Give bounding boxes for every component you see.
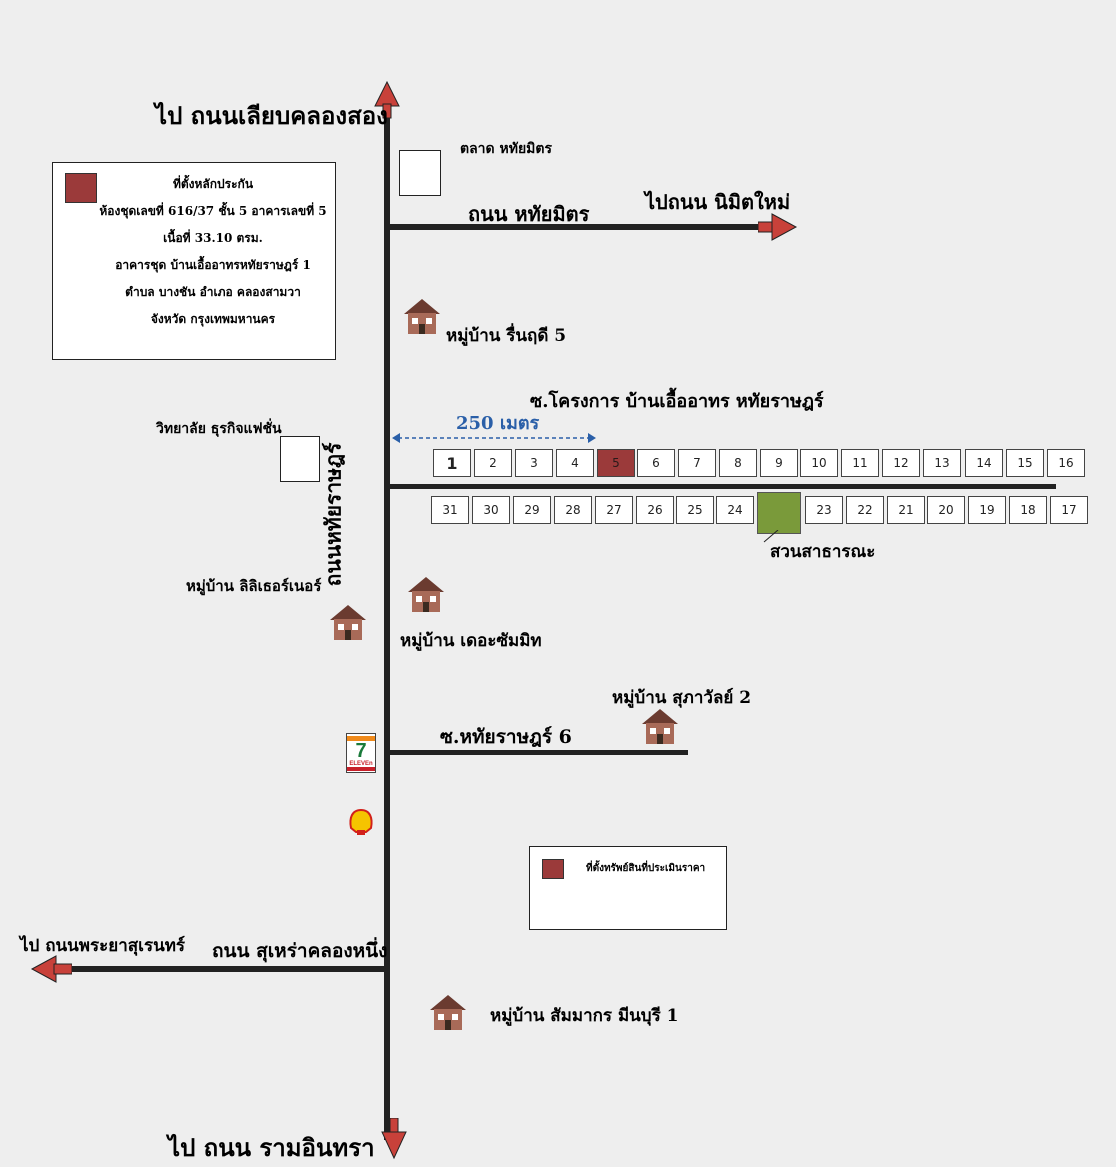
house-icon <box>430 995 466 1030</box>
park-pointer <box>763 530 779 543</box>
legend-subject-swatch <box>542 859 564 879</box>
main-road-hathairat <box>384 110 390 1140</box>
college-marker <box>280 436 320 482</box>
plot-24: 24 <box>716 496 754 524</box>
house-icon <box>330 605 366 640</box>
plot-16: 16 <box>1047 449 1085 477</box>
college-label: วิทยาลัย ธุรกิจแฟชั่น <box>156 421 282 437</box>
park-area <box>757 492 801 534</box>
plot-30: 30 <box>472 496 510 524</box>
plot-6: 6 <box>637 449 675 477</box>
distance-arrow-icon <box>392 433 596 443</box>
road-soi-project <box>388 484 1056 489</box>
plot-28: 28 <box>554 496 592 524</box>
legend-label: ที่ตั้งทรัพย์สินที่ประเมินราคา <box>586 863 706 874</box>
hathaimit-road-label: ถนน หทัยมิตร <box>468 202 590 226</box>
info-line-area: เนื้อที่ 33.10 ตรม. <box>163 231 263 245</box>
plot-7: 7 <box>678 449 716 477</box>
plot-18: 18 <box>1009 496 1047 524</box>
plot-1: 1 <box>433 449 471 477</box>
road-hathaimit <box>388 224 770 230</box>
north-destination-label: ไป ถนนเลียบคลองสอง <box>155 101 388 130</box>
plot-11: 11 <box>841 449 879 477</box>
road-soi-6 <box>388 750 688 755</box>
north-arrow-icon <box>374 80 400 119</box>
house-icon <box>642 709 678 744</box>
park-label: สวนสาธารณะ <box>770 542 876 562</box>
suhra-road-label: ถนน สุเหร่าคลองหนึ่ง <box>212 940 388 962</box>
west-arrow-icon <box>30 955 72 983</box>
plot-9: 9 <box>760 449 798 477</box>
plot-20: 20 <box>927 496 965 524</box>
collateral-info-box: ที่ตั้งหลักประกัน ห้องชุดเลขที่ 616/37 ช… <box>52 162 336 360</box>
info-line-district: ตำบล บางชัน อำเภอ คลองสามวา <box>125 285 301 299</box>
plot-17: 17 <box>1050 496 1088 524</box>
plot-26: 26 <box>636 496 674 524</box>
plot-8: 8 <box>719 449 757 477</box>
plot-29: 29 <box>513 496 551 524</box>
info-line-building: อาคารชุด บ้านเอื้ออาทรหทัยราษฎร์ 1 <box>115 258 311 272</box>
legend-box: ที่ตั้งทรัพย์สินที่ประเมินราคา <box>529 846 727 930</box>
main-road-label: ถนนหทัยราษฎร์ <box>320 442 346 587</box>
plot-10: 10 <box>800 449 838 477</box>
plot-31: 31 <box>431 496 469 524</box>
subject-marker-icon <box>65 173 97 203</box>
plot-3: 3 <box>515 449 553 477</box>
plot-27: 27 <box>595 496 633 524</box>
village-sammakorn-label: หมู่บ้าน สัมมากร มีนบุรี 1 <box>490 1006 679 1026</box>
east-arrow-icon <box>758 213 798 241</box>
info-line-province: จังหวัด กรุงเทพมหานคร <box>150 312 276 326</box>
road-suhra <box>60 966 390 972</box>
info-line-title: ที่ตั้งหลักประกัน <box>172 177 254 191</box>
soi-6-label: ซ.หทัยราษฎร์ 6 <box>440 726 572 748</box>
east-destination-label: ไปถนน นิมิตใหม่ <box>645 190 791 214</box>
plot-5-subject: 5 <box>597 449 635 477</box>
house-icon <box>408 577 444 612</box>
soi-project-label: ซ.โครงการ บ้านเอื้ออาทร หทัยราษฎร์ <box>530 391 824 412</box>
village-liberty-label: หมู่บ้าน ลิลิเธอร์เนอร์ <box>186 577 322 595</box>
plot-22: 22 <box>846 496 884 524</box>
plot-12: 12 <box>882 449 920 477</box>
south-arrow-icon <box>381 1118 407 1160</box>
plot-14: 14 <box>965 449 1003 477</box>
south-destination-label: ไป ถนน รามอินทรา <box>168 1133 375 1162</box>
info-line-unit: ห้องชุดเลขที่ 616/37 ชั้น 5 อาคารเลขที่ … <box>99 204 327 218</box>
village-summit-label: หมู่บ้าน เดอะซัมมิท <box>400 631 542 651</box>
plot-25: 25 <box>676 496 714 524</box>
market-label: ตลาด หทัยมิตร <box>460 141 552 157</box>
shell-icon <box>349 808 373 835</box>
village-supawan-label: หมู่บ้าน สุภาวัลย์ 2 <box>612 688 752 708</box>
west-destination-label: ไป ถนนพระยาสุเรนทร์ <box>20 936 186 956</box>
plot-19: 19 <box>968 496 1006 524</box>
market-marker <box>399 150 441 196</box>
plot-2: 2 <box>474 449 512 477</box>
plot-4: 4 <box>556 449 594 477</box>
plot-23: 23 <box>805 496 843 524</box>
plot-13: 13 <box>923 449 961 477</box>
seven-eleven-icon: 7 ELEVEn <box>346 733 376 773</box>
village-rinrudee-label: หมู่บ้าน รื่นฤดี 5 <box>446 326 567 346</box>
plot-21: 21 <box>887 496 925 524</box>
plot-15: 15 <box>1006 449 1044 477</box>
distance-label: 250 เมตร <box>456 413 540 434</box>
house-icon <box>404 299 440 334</box>
